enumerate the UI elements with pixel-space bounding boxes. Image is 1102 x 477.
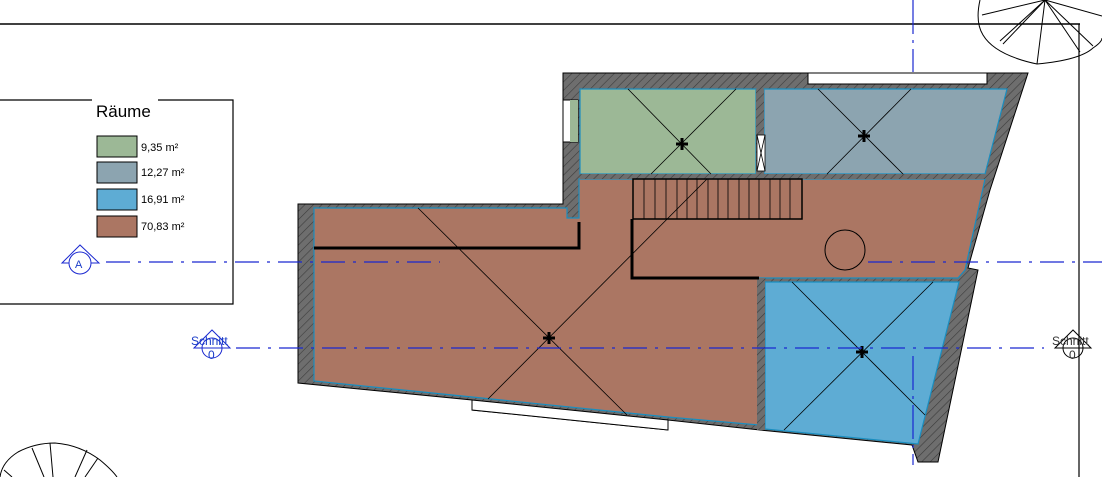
legend-label: 9,35 m² (141, 142, 179, 154)
legend-label: 70,83 m² (141, 221, 185, 233)
room-greyblue-12-27[interactable] (763, 88, 1008, 175)
interior-lines (314, 219, 759, 280)
legend-title: Räume (96, 102, 151, 121)
legend-swatch-blue (96, 188, 138, 211)
section-marker-left[interactable]: Schnitt 0 (191, 329, 232, 362)
round-column (824, 229, 866, 271)
legend-swatch-green (96, 135, 138, 158)
section-title: Schnitt (1052, 334, 1089, 348)
legend-item: 70,83 m² (96, 215, 185, 238)
axis-lines (106, 0, 1102, 465)
site-boundary (0, 23, 1080, 477)
rooms[interactable] (313, 88, 1008, 445)
spiral-stair-top-right (977, 0, 1102, 65)
plus-icon (543, 332, 555, 344)
staircase (632, 178, 803, 220)
legend-label: 12,27 m² (141, 167, 185, 179)
section-title: Schnitt (191, 334, 228, 348)
section-number: 0 (208, 348, 215, 362)
legend-swatch-grey-blue (96, 161, 138, 184)
room-green-9-35[interactable] (579, 88, 757, 175)
section-marker-right[interactable]: Schnitt 0 (1052, 329, 1093, 362)
room-main-70-83[interactable] (313, 178, 986, 426)
plus-icon (676, 138, 688, 150)
grid-marker-a[interactable]: A (60, 244, 101, 275)
spiral-stair-bottom-left (0, 442, 118, 477)
legend-item: 16,91 m² (96, 188, 185, 211)
room-diagonals (417, 88, 934, 431)
legend-item: 12,27 m² (96, 161, 185, 184)
section-number: 0 (1069, 348, 1076, 362)
legend-label: 16,91 m² (141, 194, 185, 206)
room-legend: Räume 9,35 m² 12,27 m² 16,91 m² 70,83 m² (0, 99, 234, 305)
room-centroid-markers (543, 130, 870, 358)
grid-marker-label: A (75, 259, 83, 271)
plus-icon (858, 130, 870, 142)
legend-item: 9,35 m² (96, 135, 179, 158)
legend-swatch-brown (96, 215, 138, 238)
